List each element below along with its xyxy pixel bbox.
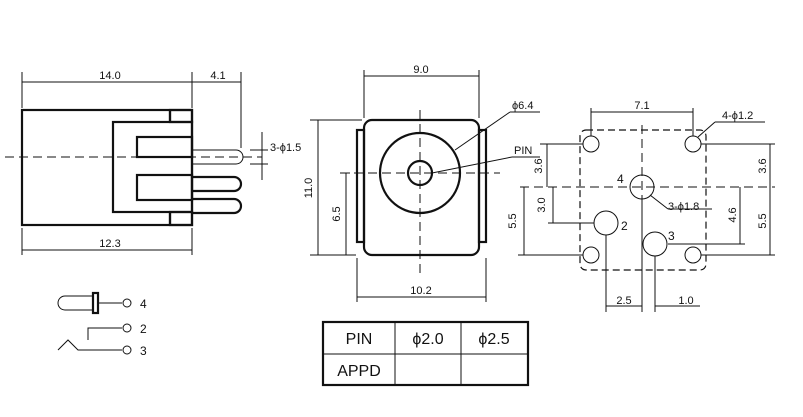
- pin-label-3: 3: [668, 229, 675, 243]
- dim-right-mid: 4.6: [727, 207, 739, 222]
- schem-pin-2: [122, 323, 132, 333]
- front-view: 9.0 11.0 6.5 10.2 ϕ6.4 PIN: [303, 64, 540, 302]
- dim-right-upper: 3.6: [757, 158, 769, 173]
- side-pin-mid: [192, 175, 243, 193]
- table-header-d20: ϕ2.0: [412, 331, 443, 348]
- side-view: 14.0 4.1 3-ϕ1.5 12.3: [5, 70, 301, 255]
- dim-pin-protrusion: 4.1: [210, 70, 225, 82]
- schem-label-2: 2: [140, 322, 147, 336]
- schem-pin-4: [122, 298, 132, 308]
- dim-base: 12.3: [99, 238, 120, 250]
- dim-width: 9.0: [413, 64, 428, 76]
- dim-pin-dia: 3-ϕ1.5: [270, 142, 301, 154]
- dim-left-lower: 5.5: [507, 213, 519, 228]
- dim-base-width: 10.2: [410, 285, 431, 297]
- schematic-symbol: 4 2 3: [57, 291, 147, 358]
- pcb-layout: 4 2 3 7.1 4-ϕ1.2 3.6 3.0 5.5 3.6 4.6 5.5: [507, 100, 775, 312]
- dim-mount-span: 7.1: [634, 100, 649, 112]
- side-pin-top: [192, 149, 244, 165]
- side-bracket: [111, 120, 194, 214]
- table-row-label: APPD: [337, 363, 381, 380]
- side-pin-bottom: [192, 197, 243, 215]
- dim-right-lower: 5.5: [757, 213, 769, 228]
- pin-hole-3: [642, 231, 668, 257]
- dim-pin-spacing: 2.5: [616, 295, 631, 307]
- mount-hole-br: [684, 246, 702, 264]
- table-header-pin: PIN: [346, 331, 373, 348]
- table-header-d25: ϕ2.5: [478, 331, 509, 348]
- schem-label-4: 4: [140, 297, 147, 311]
- dim-pin-offset: 1.0: [678, 295, 693, 307]
- dim-left-upper: 3.6: [533, 158, 545, 173]
- front-body: [362, 118, 481, 257]
- dim-left-mid: 3.0: [536, 197, 548, 212]
- pin-hole-2: [593, 210, 619, 236]
- side-housing: [20, 108, 194, 227]
- callout-hole: ϕ6.4: [512, 100, 533, 112]
- dim-center-height: 6.5: [331, 206, 343, 221]
- dim-height: 11.0: [303, 178, 315, 199]
- dim-pin-hole: 3-ϕ1.8: [668, 201, 699, 213]
- mount-hole-bl: [582, 246, 600, 264]
- spec-table: PIN ϕ2.0 ϕ2.5 APPD: [321, 320, 530, 387]
- mount-hole-tl: [582, 135, 600, 153]
- callout-pin: PIN: [514, 145, 532, 157]
- pcb-outline: [579, 129, 707, 271]
- mount-hole-tr: [684, 135, 702, 153]
- pin-label-2: 2: [621, 219, 628, 233]
- schem-label-3: 3: [140, 344, 147, 358]
- dim-length: 14.0: [99, 70, 120, 82]
- dim-mount-hole: 4-ϕ1.2: [722, 110, 753, 122]
- pin-label-4: 4: [617, 172, 624, 186]
- schem-pin-3: [122, 345, 132, 355]
